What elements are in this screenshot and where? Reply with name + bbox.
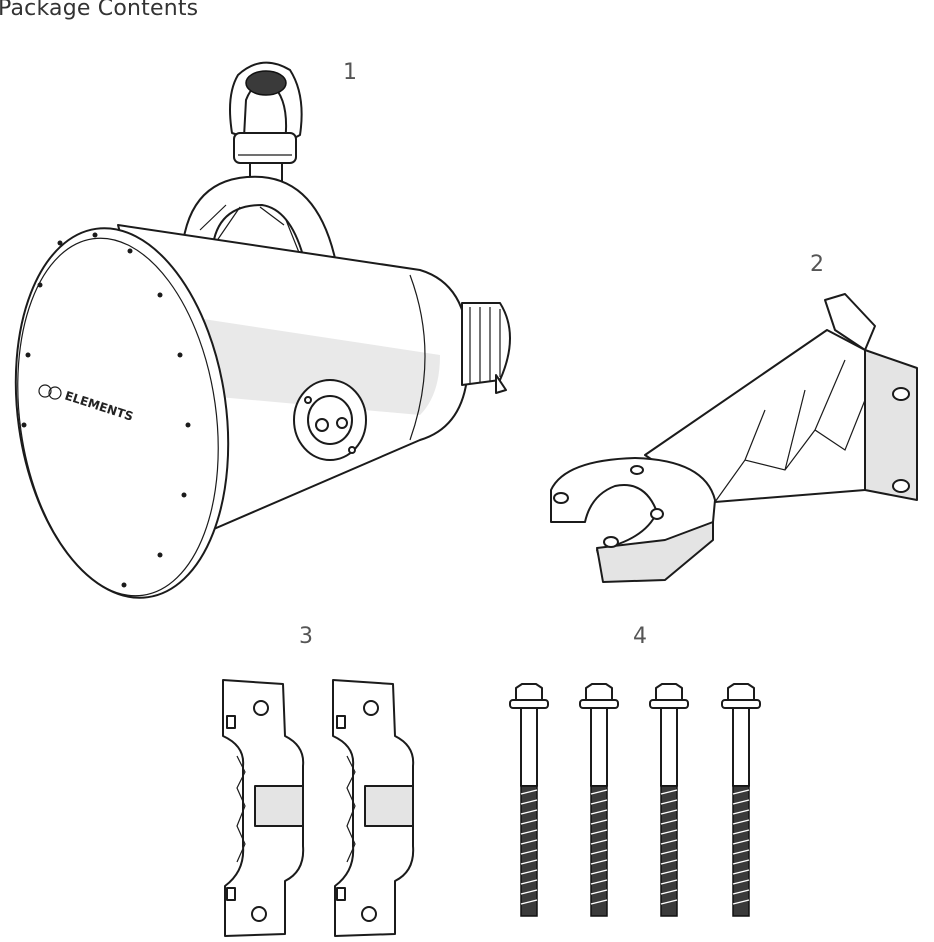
clamp-left bbox=[222, 679, 305, 937]
item-number-4: 4 bbox=[633, 624, 647, 649]
pole-clamp-illustration bbox=[222, 679, 415, 937]
item-number-1: 1 bbox=[343, 60, 357, 85]
wall-bracket-illustration bbox=[550, 293, 918, 583]
bolts-illustration bbox=[509, 683, 761, 917]
page-title: Package Contents bbox=[0, 0, 199, 21]
bolt-1 bbox=[509, 683, 549, 917]
item-number-2: 2 bbox=[810, 252, 824, 277]
horn-speaker-illustration: ELEMENTS bbox=[14, 61, 511, 599]
clamp-right bbox=[332, 679, 415, 937]
item-number-3: 3 bbox=[299, 624, 313, 649]
bolt-3 bbox=[649, 683, 689, 917]
bolt-4 bbox=[721, 683, 761, 917]
bolt-2 bbox=[579, 683, 619, 917]
